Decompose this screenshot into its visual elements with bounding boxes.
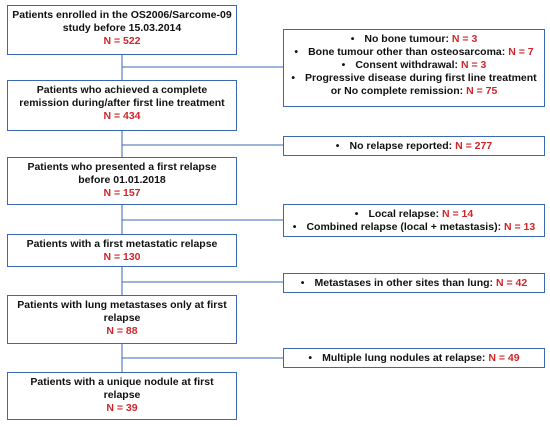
exclusion-item: • Bone tumour other than osteosarcoma: N … [290, 46, 538, 59]
flow-box-count: N = 157 [103, 187, 141, 199]
exclusion-item: •Combined relapse (local + metastasis): … [290, 221, 538, 234]
bullet: • [308, 352, 313, 364]
flow-box-count: N = 522 [103, 35, 141, 47]
flow-box-complete-remission: Patients who achieved a complete remissi… [7, 80, 237, 131]
exclusion-count: N = 13 [503, 221, 536, 233]
flow-box-text: Patients with lung metastases only at fi… [17, 299, 227, 324]
exclusion-count: N = 3 [460, 59, 487, 71]
flow-box-text: Patients who presented a first relapse b… [27, 161, 217, 186]
flow-box-lung-metastases: Patients with lung metastases only at fi… [7, 295, 237, 344]
exclusion-box-5: • Multiple lung nodules at relapse: N = 4… [283, 348, 545, 368]
exclusion-label: Progressive disease during first line tr… [305, 72, 537, 97]
exclusion-item: • Progressive disease during first line t… [290, 72, 538, 98]
bullet: • [354, 208, 359, 220]
exclusion-label: No relapse reported: [349, 140, 453, 152]
bullet: • [291, 72, 295, 84]
flow-box-unique-nodule: Patients with a unique nodule at first r… [7, 372, 237, 420]
exclusion-count: N = 42 [495, 277, 528, 289]
exclusion-label: Multiple lung nodules at relapse: [322, 352, 486, 364]
exclusion-item: • Local relapse: N = 14 [290, 208, 538, 221]
bullet: • [294, 46, 299, 58]
exclusion-box-3: •Local relapse: N = 14 •Combined relapse… [283, 204, 545, 237]
exclusion-count: N = 49 [488, 352, 520, 364]
flow-box-count: N = 39 [106, 402, 138, 414]
exclusion-count: N = 7 [508, 46, 534, 58]
exclusion-item: • No bone tumour: N = 3 [290, 33, 538, 46]
exclusion-label: Metastases in other sites than lung: [314, 277, 494, 289]
bullet: • [350, 33, 355, 45]
exclusion-box-2: • No relapse reported: N = 277 [283, 136, 545, 156]
flow-box-text: Patients enrolled in the OS2006/Sarcome-… [12, 9, 232, 34]
bullet: • [335, 140, 340, 152]
exclusion-count: N = 3 [451, 33, 478, 45]
flow-box-enrolled: Patients enrolled in the OS2006/Sarcome-… [7, 5, 237, 55]
flow-box-metastatic-relapse: Patients with a first metastatic relapse… [7, 234, 237, 267]
flow-box-text: Patients with a unique nodule at first r… [30, 376, 214, 401]
exclusion-count: N = 14 [442, 208, 474, 220]
flow-box-count: N = 434 [103, 110, 141, 122]
exclusion-box-4: • Metastases in other sites than lung: N … [283, 273, 545, 293]
exclusion-count: N = 75 [466, 85, 498, 97]
exclusion-box-1: •No bone tumour: N = 3 •Bone tumour othe… [283, 29, 545, 107]
bullet: • [341, 59, 346, 71]
exclusion-item: • Metastases in other sites than lung: N … [290, 277, 538, 290]
exclusion-item: • Consent withdrawal: N = 3 [290, 59, 538, 72]
exclusion-label: Consent withdrawal: [355, 59, 459, 71]
exclusion-count: N = 277 [455, 140, 493, 152]
exclusion-label: Bone tumour other than osteosarcoma: [308, 46, 506, 58]
flow-box-first-relapse: Patients who presented a first relapse b… [7, 157, 237, 205]
exclusion-label: No bone tumour: [364, 33, 449, 45]
bullet: • [300, 277, 305, 289]
bullet: • [292, 221, 297, 233]
exclusion-item: • No relapse reported: N = 277 [290, 140, 538, 153]
exclusion-label: Combined relapse (local + metastasis): [306, 221, 502, 233]
exclusion-item: • Multiple lung nodules at relapse: N = 4… [290, 352, 538, 365]
flow-box-count: N = 88 [106, 325, 138, 337]
flow-box-text: Patients who achieved a complete remissi… [19, 84, 225, 109]
exclusion-label: Local relapse: [368, 208, 440, 220]
flow-box-count: N = 130 [103, 251, 141, 263]
flow-box-text: Patients with a first metastatic relapse [26, 238, 218, 250]
